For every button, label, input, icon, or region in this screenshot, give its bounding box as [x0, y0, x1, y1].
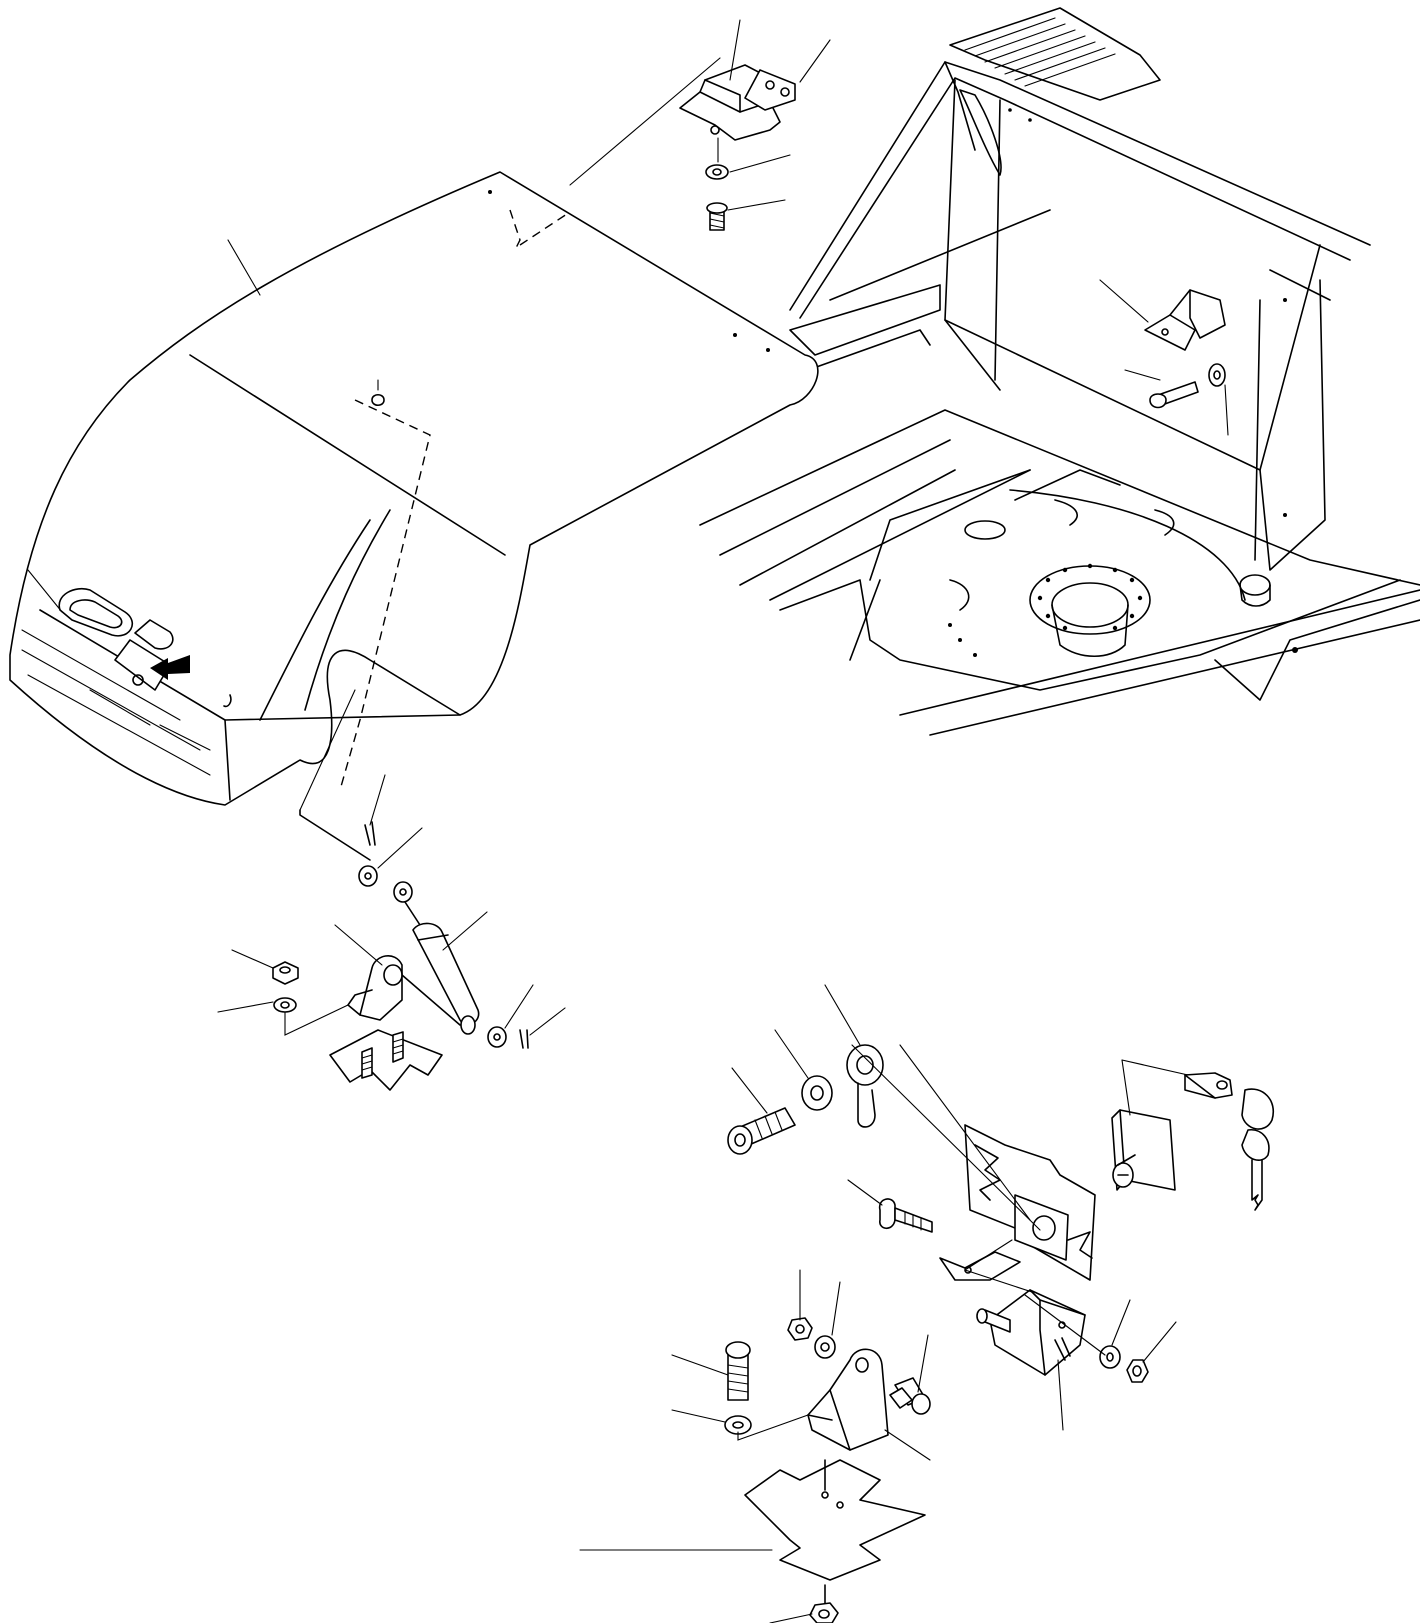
upper-hinge-assembly — [679, 19, 831, 231]
machine-frame — [699, 7, 1420, 736]
gas-spring-assembly — [217, 774, 566, 1091]
direction-arrow-icon — [150, 655, 190, 680]
hood-lock-assembly — [579, 984, 1177, 1623]
key-icon — [1184, 1072, 1275, 1211]
engine-hood-cover — [9, 171, 819, 806]
hood-leader-lines — [27, 57, 721, 613]
key-cylinder-with-keys — [1111, 1059, 1275, 1211]
side-hinge-assembly — [1099, 279, 1229, 436]
hidden-lines — [299, 209, 571, 861]
